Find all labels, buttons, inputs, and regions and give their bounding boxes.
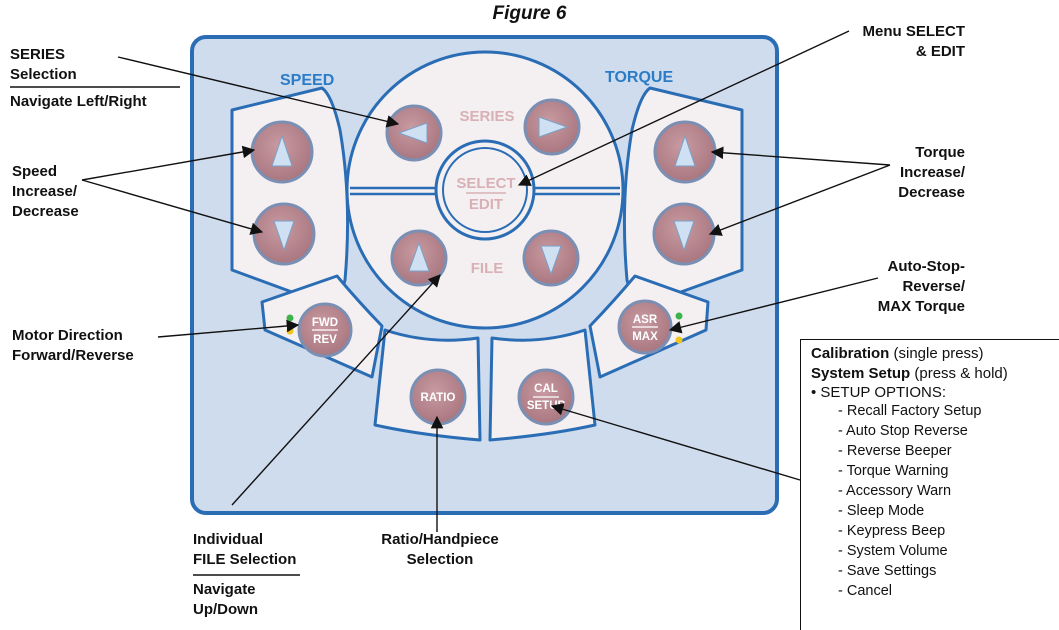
fwd-rev-button[interactable]: FWD REV (297, 302, 353, 358)
max-label: MAX (632, 331, 658, 343)
setup-option: - Torque Warning (838, 463, 949, 479)
series-callout-line1: SERIES (10, 46, 66, 63)
individual-file-line2: FILE Selection (193, 551, 297, 568)
torque-panel-label: TORQUE (605, 69, 673, 86)
edit-panel-label: EDIT (469, 196, 503, 213)
calibration-rest: (single press) (889, 345, 984, 362)
series-arrow (117, 56, 400, 128)
asr-arrow (668, 277, 879, 334)
setup-option: - Accessory Warn (838, 483, 952, 499)
up-arrow-icon (408, 241, 430, 272)
torque-callout-line3: Decrease (898, 184, 965, 201)
calibration-line: Calibration (single press) (811, 344, 984, 364)
select-panel-label: SELECT (456, 175, 515, 192)
calibration-bold: Calibration (811, 345, 890, 362)
series-left-button[interactable] (385, 104, 443, 162)
setup-option: - Reverse Beeper (838, 443, 952, 459)
asr-max-button[interactable]: ASR MAX (617, 299, 673, 355)
setup-label: SETUP (527, 400, 566, 412)
asr-callout-line3: MAX Torque (877, 298, 965, 315)
torque-down-button[interactable] (652, 202, 716, 266)
setup-option: - Auto Stop Reverse (838, 423, 968, 439)
file-up-button[interactable] (390, 229, 448, 287)
setup-options-box: Calibration (single press) System Setup … (800, 339, 1059, 630)
down-arrow-icon (673, 220, 695, 252)
torque-down-arrow (708, 164, 891, 236)
led-yellow-indicator (675, 336, 683, 344)
speed-key-segment (230, 86, 350, 308)
led-green-indicator (675, 312, 683, 320)
torque-callout-line2: Increase/ (899, 164, 965, 181)
down-arrow-icon (540, 245, 562, 276)
speed-callout-line3: Decrease (12, 203, 79, 220)
speed-callout-line1: Speed (12, 163, 58, 180)
select-edit-ring-inner (442, 147, 528, 233)
file-arrow (231, 274, 441, 506)
speed-callout-line2: Increase/ (12, 183, 78, 200)
right-arrow-icon (538, 116, 569, 138)
asr-label: ASR (633, 314, 658, 326)
setup-option: - Save Settings (838, 563, 937, 579)
individual-file-line1: Individual (193, 531, 264, 548)
ratio-button[interactable]: RATIO (409, 368, 467, 426)
figure-title: Figure 6 (492, 3, 567, 24)
cal-setup-arrow (550, 403, 801, 481)
speed-up-arrow (81, 145, 256, 181)
setup-options-header: • SETUP OPTIONS: (811, 384, 946, 401)
rev-label: REV (313, 334, 337, 346)
up-arrow-icon (674, 134, 696, 167)
system-setup-bold: System Setup (811, 365, 911, 382)
speed-down-arrow (81, 179, 264, 235)
led-yellow-indicator (286, 327, 294, 335)
speed-down-button[interactable] (252, 202, 316, 266)
left-arrow-icon (397, 122, 428, 144)
navigate-up-down-line2: Up/Down (193, 601, 258, 618)
menu-select-line1: Menu SELECT (862, 23, 965, 40)
asr-callout-line1: Auto-Stop- (887, 258, 965, 275)
motor-direction-line1: Motor Direction (12, 327, 123, 344)
asr-callout-line2: Reverse/ (902, 278, 965, 295)
select-edit-ring (434, 139, 536, 241)
setup-option: - Keypress Beep (838, 523, 946, 539)
ratio-callout-line2: Selection (406, 551, 474, 568)
motor-direction-line2: Forward/Reverse (12, 347, 134, 364)
navigate-left-right-label: Navigate Left/Right (10, 93, 147, 110)
torque-up-button[interactable] (653, 120, 717, 184)
cal-label: CAL (534, 383, 558, 395)
navigate-up-down-line1: Navigate (193, 581, 256, 598)
file-panel-label: FILE (471, 260, 504, 277)
callout-arrows (81, 30, 891, 532)
down-arrow-icon (273, 220, 295, 252)
setup-option: - System Volume (838, 543, 948, 559)
menu-select-arrow (517, 30, 850, 186)
series-right-button[interactable] (523, 98, 581, 156)
fwd-label: FWD (312, 317, 338, 329)
speed-panel-label: SPEED (280, 72, 334, 89)
series-panel-label: SERIES (459, 108, 514, 125)
cal-setup-button[interactable]: CAL SETUP (517, 368, 575, 426)
system-setup-line: System Setup (press & hold) (811, 364, 1008, 384)
up-arrow-icon (271, 134, 293, 167)
torque-callout-line1: Torque (915, 144, 965, 161)
torque-up-arrow (710, 146, 891, 166)
led-green-indicator (286, 314, 294, 322)
speed-up-button[interactable] (250, 120, 314, 184)
system-setup-rest: (press & hold) (910, 365, 1008, 382)
setup-option: - Recall Factory Setup (838, 403, 982, 419)
setup-option: - Cancel (838, 583, 892, 599)
setup-option: - Sleep Mode (838, 503, 925, 519)
menu-select-line2: & EDIT (915, 43, 965, 60)
file-down-button[interactable] (522, 229, 580, 287)
series-callout-line2: Selection (10, 66, 77, 83)
motor-direction-arrow (157, 319, 300, 338)
ratio-callout-line1: Ratio/Handpiece (381, 531, 499, 548)
ratio-label: RATIO (421, 392, 456, 404)
